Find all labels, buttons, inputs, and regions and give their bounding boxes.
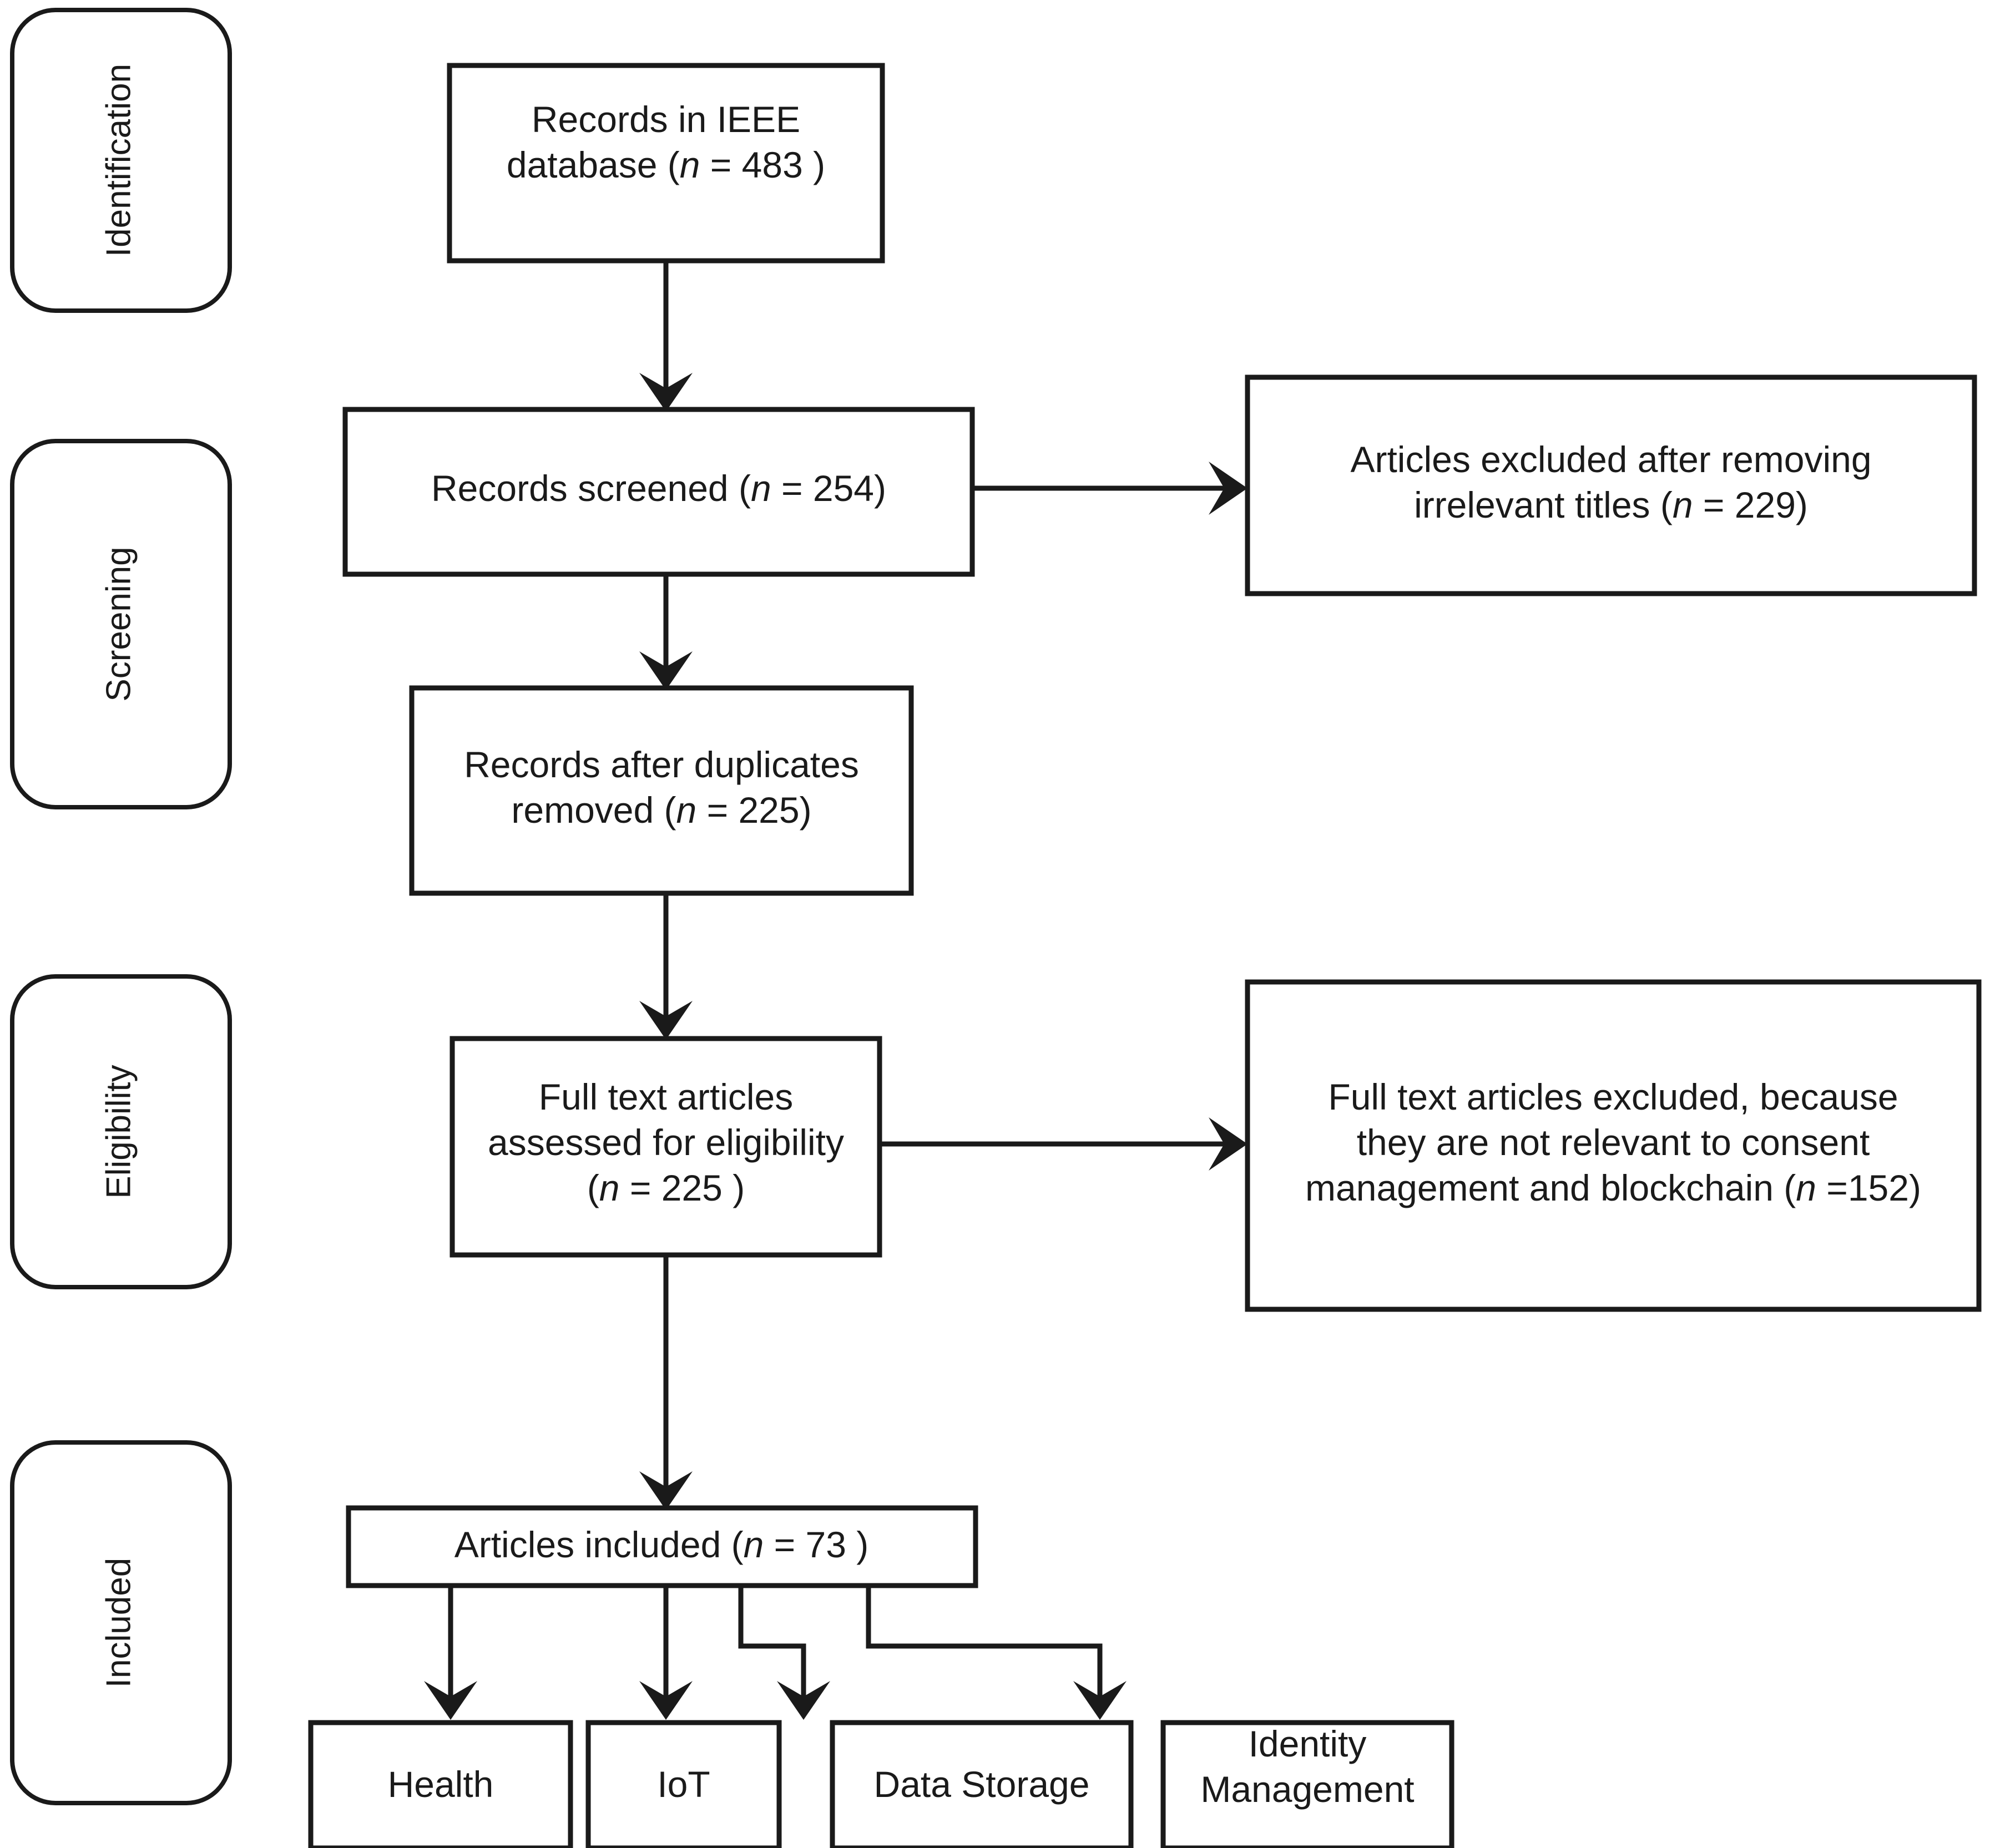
node-cat-iot-box (585, 1720, 782, 1848)
node-fulltext-assessed-box (449, 1036, 882, 1258)
stage-label-identification: Identification (99, 64, 138, 257)
node-cat-iot-label: IoT (657, 1764, 710, 1805)
node-cat-identity-management-box (1160, 1720, 1454, 1848)
arrowhead-included-to-identity-management (1073, 1681, 1127, 1720)
connector-included-to-identity-management (866, 1584, 1103, 1700)
node-cat-health-box (308, 1720, 573, 1848)
node-records-screened-box (342, 407, 975, 577)
arrowhead-screened-to-dedup (639, 651, 693, 690)
stage-label-eligibility: Eligibility (99, 1065, 138, 1198)
arrowhead-included-to-iot (639, 1681, 693, 1720)
stage-pill-screening-shape (10, 439, 232, 809)
stage-rail: Identification Screening Eligibility Inc… (10, 8, 232, 1805)
node-cat-data-storage-box (830, 1720, 1134, 1848)
node-cat-health[interactable]: Health (308, 1720, 573, 1848)
connectors (424, 261, 1247, 1720)
node-cat-data-storage[interactable]: Data Storage (830, 1720, 1134, 1848)
node-articles-included-box (346, 1505, 978, 1588)
stage-label-screening: Screening (99, 546, 138, 701)
connector-included-to-data-storage (738, 1584, 806, 1700)
stage-pill-identification-shape (10, 8, 232, 313)
node-cat-data-storage-label: Data Storage (874, 1764, 1090, 1805)
node-articles-included-label: Articles included (n = 73 ) (454, 1524, 869, 1565)
node-records-screened-label: Records screened (n = 254) (431, 468, 886, 509)
stage-pill-screening[interactable]: Screening (10, 439, 232, 809)
node-records-screened[interactable]: Records screened (n = 254) (342, 407, 975, 577)
stage-label-included: Included (99, 1558, 138, 1688)
arrowhead-fulltext-to-excluded (1209, 1117, 1247, 1171)
node-cat-iot[interactable]: IoT (585, 1720, 782, 1848)
arrowhead-included-to-data-storage (777, 1681, 830, 1720)
node-records-dedup-box (409, 685, 914, 896)
arrowhead-screened-to-excluded (1209, 462, 1247, 515)
stage-pill-included-shape (10, 1440, 232, 1805)
node-excluded-titles-box (1245, 374, 1977, 596)
stage-pill-eligibility-shape (10, 974, 232, 1289)
arrowhead-ieee-to-screened (639, 373, 693, 412)
stage-pill-identification[interactable]: Identification (10, 8, 232, 313)
stage-pill-included[interactable]: Included (10, 1440, 232, 1805)
arrowhead-included-to-health (424, 1681, 477, 1720)
arrowhead-fulltext-to-included (639, 1471, 693, 1510)
stage-pill-eligibility[interactable]: Eligibility (10, 974, 232, 1289)
node-records-ieee-box (447, 63, 885, 264)
arrowhead-dedup-to-fulltext (639, 1001, 693, 1040)
node-articles-included[interactable]: Articles included (n = 73 ) (346, 1505, 978, 1588)
node-cat-health-label: Health (388, 1764, 494, 1805)
node-fulltext-excluded-box (1245, 979, 1982, 1312)
